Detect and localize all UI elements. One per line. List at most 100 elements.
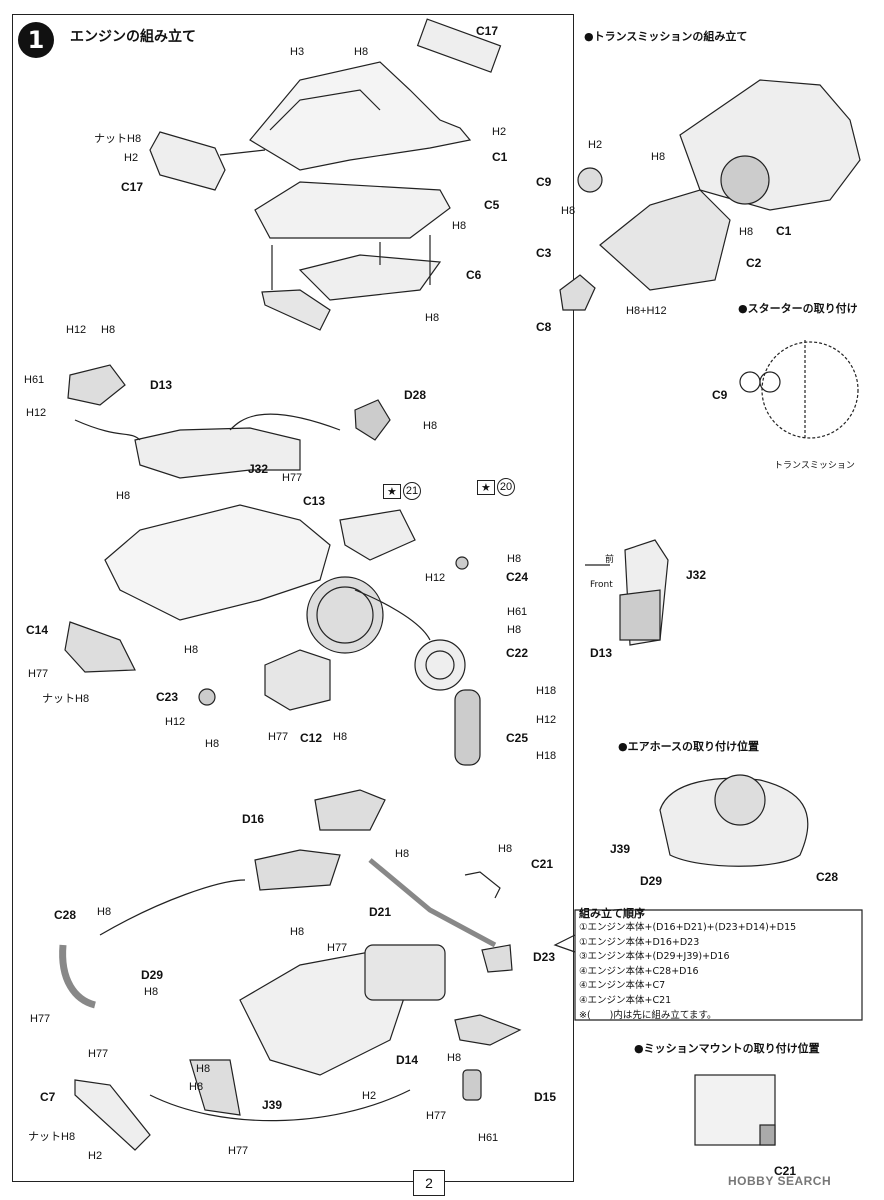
pulley-c22 [414, 639, 466, 691]
assembly-order-title: 組み立て順序 [579, 907, 645, 920]
label-c5: C5 [484, 198, 500, 212]
label-c28-right: C28 [816, 870, 839, 884]
label-c28: C28 [54, 908, 77, 922]
hw-h77-c12: H77 [268, 731, 289, 743]
hw-h8-c12: H8 [333, 731, 348, 743]
hw-h8-c5: H8 [452, 220, 467, 232]
label-j39: J39 [262, 1098, 283, 1112]
part-d13-top [67, 364, 126, 406]
hw-h77-c14: H77 [28, 668, 49, 680]
hw-h8-d28: H8 [423, 420, 438, 432]
label-d14: D14 [396, 1053, 419, 1067]
hw-h8: H8 [354, 46, 369, 58]
flywheel [306, 576, 384, 654]
hw-h12: H12 [66, 324, 87, 336]
label-c9: C9 [536, 175, 552, 189]
instruction-frame [12, 14, 574, 1182]
assembly-order-line: ④エンジン本体+C7 [579, 980, 666, 992]
hw-h8-block: H8 [184, 644, 199, 656]
hw-h8-h12-c8: H8+H12 [626, 305, 667, 317]
hw-h8-c23: H8 [205, 738, 220, 750]
hw-h8-d15: H8 [447, 1052, 462, 1064]
part-c8 [559, 274, 596, 311]
direction-jp: 前 [605, 555, 615, 565]
hw-h8-c22: H8 [507, 624, 522, 636]
hw-h18-bottom: H18 [536, 750, 557, 762]
hw-h77-c28: H77 [30, 1013, 51, 1025]
label-j32: J32 [248, 462, 269, 476]
hw-h8-c21: H8 [498, 843, 513, 855]
hw-h77-j32: H77 [282, 472, 303, 484]
label-c22: C22 [506, 646, 529, 660]
hw-h8-c6: H8 [425, 312, 440, 324]
right-block-c1 [679, 79, 861, 211]
label-c6: C6 [466, 268, 482, 282]
label-c1-right: C1 [776, 224, 792, 238]
assembly-order-line: ④エンジン本体+C28+D16 [579, 965, 699, 977]
sticker-21: 21 [403, 482, 421, 500]
hw-h61: H61 [24, 374, 45, 386]
hw-h2-c7: H2 [88, 1150, 103, 1162]
oil-pan-c5 [254, 181, 451, 239]
hose-d16-lower [254, 849, 341, 891]
label-j39-right: J39 [610, 842, 631, 856]
step-number-badge: 1 [18, 22, 54, 58]
label-c17-left: C17 [121, 180, 144, 194]
hw-h8-d13: H8 [101, 324, 116, 336]
hw-h8-c24: H8 [507, 553, 522, 565]
part-c12 [264, 649, 331, 711]
sticker-star-icon-2: ★ [477, 480, 495, 495]
hw-h2-c9: H2 [588, 139, 603, 151]
part-c21 [464, 871, 501, 899]
pipe-d21 [368, 858, 497, 948]
hw-h61-d15: H61 [478, 1132, 499, 1144]
part-j39 [189, 1059, 241, 1116]
label-c21-right: C21 [774, 1164, 797, 1178]
part-c13 [339, 509, 416, 561]
engine-block-mid [104, 504, 331, 621]
label-c2: C2 [746, 256, 762, 270]
hw-h2-left: H2 [124, 152, 139, 164]
part-c23 [198, 688, 216, 706]
part-d15 [462, 1069, 482, 1101]
label-c23: C23 [156, 690, 179, 704]
hw-nut-h8: ナットH8 [94, 133, 142, 145]
hw-h8-j39: H8 [196, 1063, 211, 1075]
transmission-bottom [364, 944, 446, 1001]
label-c13: C13 [303, 494, 326, 508]
bracket-c6 [298, 254, 442, 301]
hose-d16-upper [314, 789, 386, 831]
section-starter: ●スターターの取り付け [738, 302, 858, 315]
section-mission-mount: ●ミッションマウントの取り付け位置 [634, 1042, 820, 1055]
part-c9 [577, 167, 603, 193]
label-d13-right: D13 [590, 646, 613, 660]
hw-h12-d13: H12 [26, 407, 47, 419]
label-c24: C24 [506, 570, 529, 584]
cover-c17-left [149, 131, 226, 191]
label-c1: C1 [492, 150, 508, 164]
hw-h77-engine: H77 [327, 942, 348, 954]
hw-h77-d15: H77 [426, 1110, 447, 1122]
page-number: 2 [413, 1170, 445, 1196]
hw-h8-c9: H8 [561, 205, 576, 217]
part-c14 [64, 621, 136, 673]
part-c7 [74, 1079, 151, 1151]
hw-h12-c23: H12 [165, 716, 186, 728]
hw-h3: H3 [290, 46, 305, 58]
starter-circle [761, 341, 859, 439]
transmission-caption: トランスミッション [774, 461, 855, 471]
label-c25: C25 [506, 731, 529, 745]
sticker-20: 20 [497, 478, 515, 496]
hw-h8-c28: H8 [97, 906, 112, 918]
hw-h8-j39b: H8 [189, 1081, 204, 1093]
hw-h18: H18 [536, 685, 557, 697]
part-d13-right [619, 589, 661, 641]
hw-h8-d29: H8 [144, 986, 159, 998]
part-d23 [481, 944, 513, 973]
assembly-order-line: ①エンジン本体+D16+D23 [579, 936, 700, 948]
section-transmission: ●トランスミッションの組み立て [584, 30, 748, 43]
hw-h2: H2 [492, 126, 507, 138]
manifold-j32 [134, 427, 301, 479]
hw-h77-c7: H77 [88, 1048, 109, 1060]
